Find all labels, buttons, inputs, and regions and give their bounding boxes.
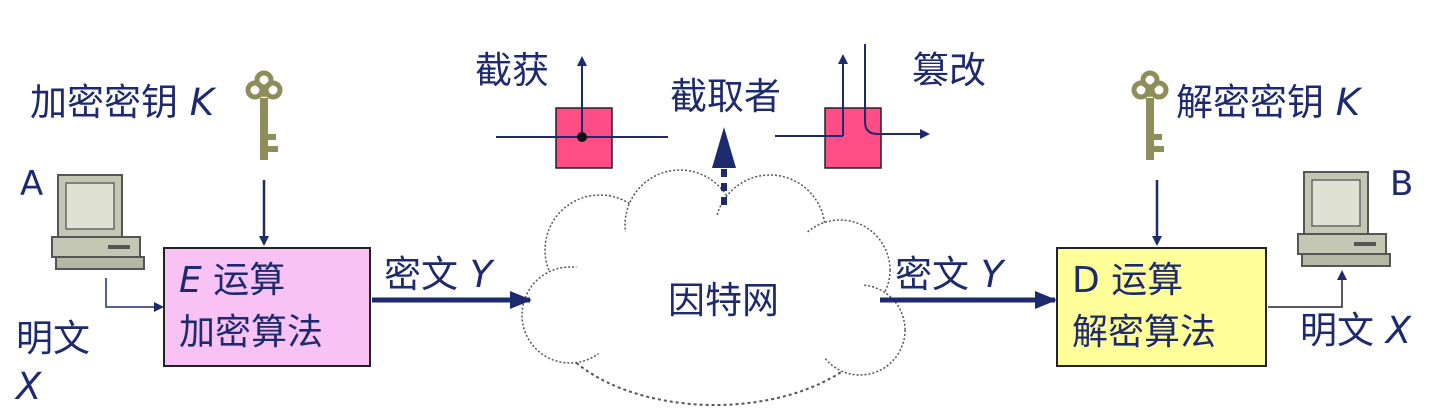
tamper-node bbox=[775, 44, 930, 169]
receiver-label: B bbox=[1390, 164, 1414, 204]
network-label: 因特网 bbox=[668, 279, 779, 322]
plaintext-out-text: 明文 bbox=[1300, 309, 1374, 352]
plaintext-out-var: X bbox=[1385, 309, 1412, 352]
ciphertext-right-var: Y bbox=[980, 253, 1004, 296]
attacker-label: 截取者 bbox=[670, 75, 781, 118]
plaintext-in-label: 明文 bbox=[16, 317, 90, 360]
decrypt-key-label: 解密密钥 K bbox=[1176, 84, 1360, 121]
encrypt-key-var: K bbox=[189, 81, 215, 124]
encrypt-key-label: 加密密钥 K bbox=[30, 84, 214, 121]
computer-b-icon bbox=[1297, 171, 1391, 267]
decrypt-algorithm-label: 解密算法 bbox=[1072, 312, 1217, 353]
decrypt-key-text: 解密密钥 bbox=[1176, 81, 1324, 124]
ciphertext-right-label: 密文 Y bbox=[895, 256, 1003, 293]
decrypt-var: D bbox=[1072, 260, 1100, 301]
encrypt-key-icon bbox=[248, 73, 280, 160]
encrypt-key-text: 加密密钥 bbox=[30, 81, 178, 124]
encrypt-box-title: E 运算 bbox=[179, 263, 285, 299]
ciphertext-left-var: Y bbox=[469, 253, 493, 296]
encrypt-var: E bbox=[179, 260, 202, 301]
decrypt-key-var: K bbox=[1335, 81, 1361, 124]
decrypt-op: 运算 bbox=[1111, 260, 1184, 301]
ciphertext-left-label: 密文 Y bbox=[384, 256, 492, 293]
attacker-arrowhead bbox=[712, 127, 736, 168]
plaintext-out-label: 明文 X bbox=[1300, 312, 1411, 349]
computer-a-icon bbox=[51, 174, 145, 270]
encrypt-op: 运算 bbox=[213, 260, 286, 301]
tamper-label: 篡改 bbox=[912, 49, 986, 92]
plaintext-in-var: X bbox=[16, 365, 42, 408]
encrypt-algorithm-label: 加密算法 bbox=[179, 312, 324, 353]
encrypt-box: E 运算 加密算法 bbox=[163, 247, 371, 367]
plaintext-in-arrow bbox=[105, 278, 164, 312]
sender-label: A bbox=[20, 164, 44, 204]
decrypt-key-icon bbox=[1134, 73, 1166, 160]
ciphertext-left-text: 密文 bbox=[384, 253, 458, 296]
plaintext-out-arrow bbox=[1268, 270, 1347, 308]
decrypt-box-title: D 运算 bbox=[1072, 263, 1183, 299]
intercept-label: 截获 bbox=[475, 49, 549, 92]
ciphertext-right-text: 密文 bbox=[895, 253, 969, 296]
internet-cloud bbox=[521, 169, 906, 406]
decrypt-box: D 运算 解密算法 bbox=[1056, 247, 1267, 367]
intercept-node bbox=[496, 56, 668, 169]
